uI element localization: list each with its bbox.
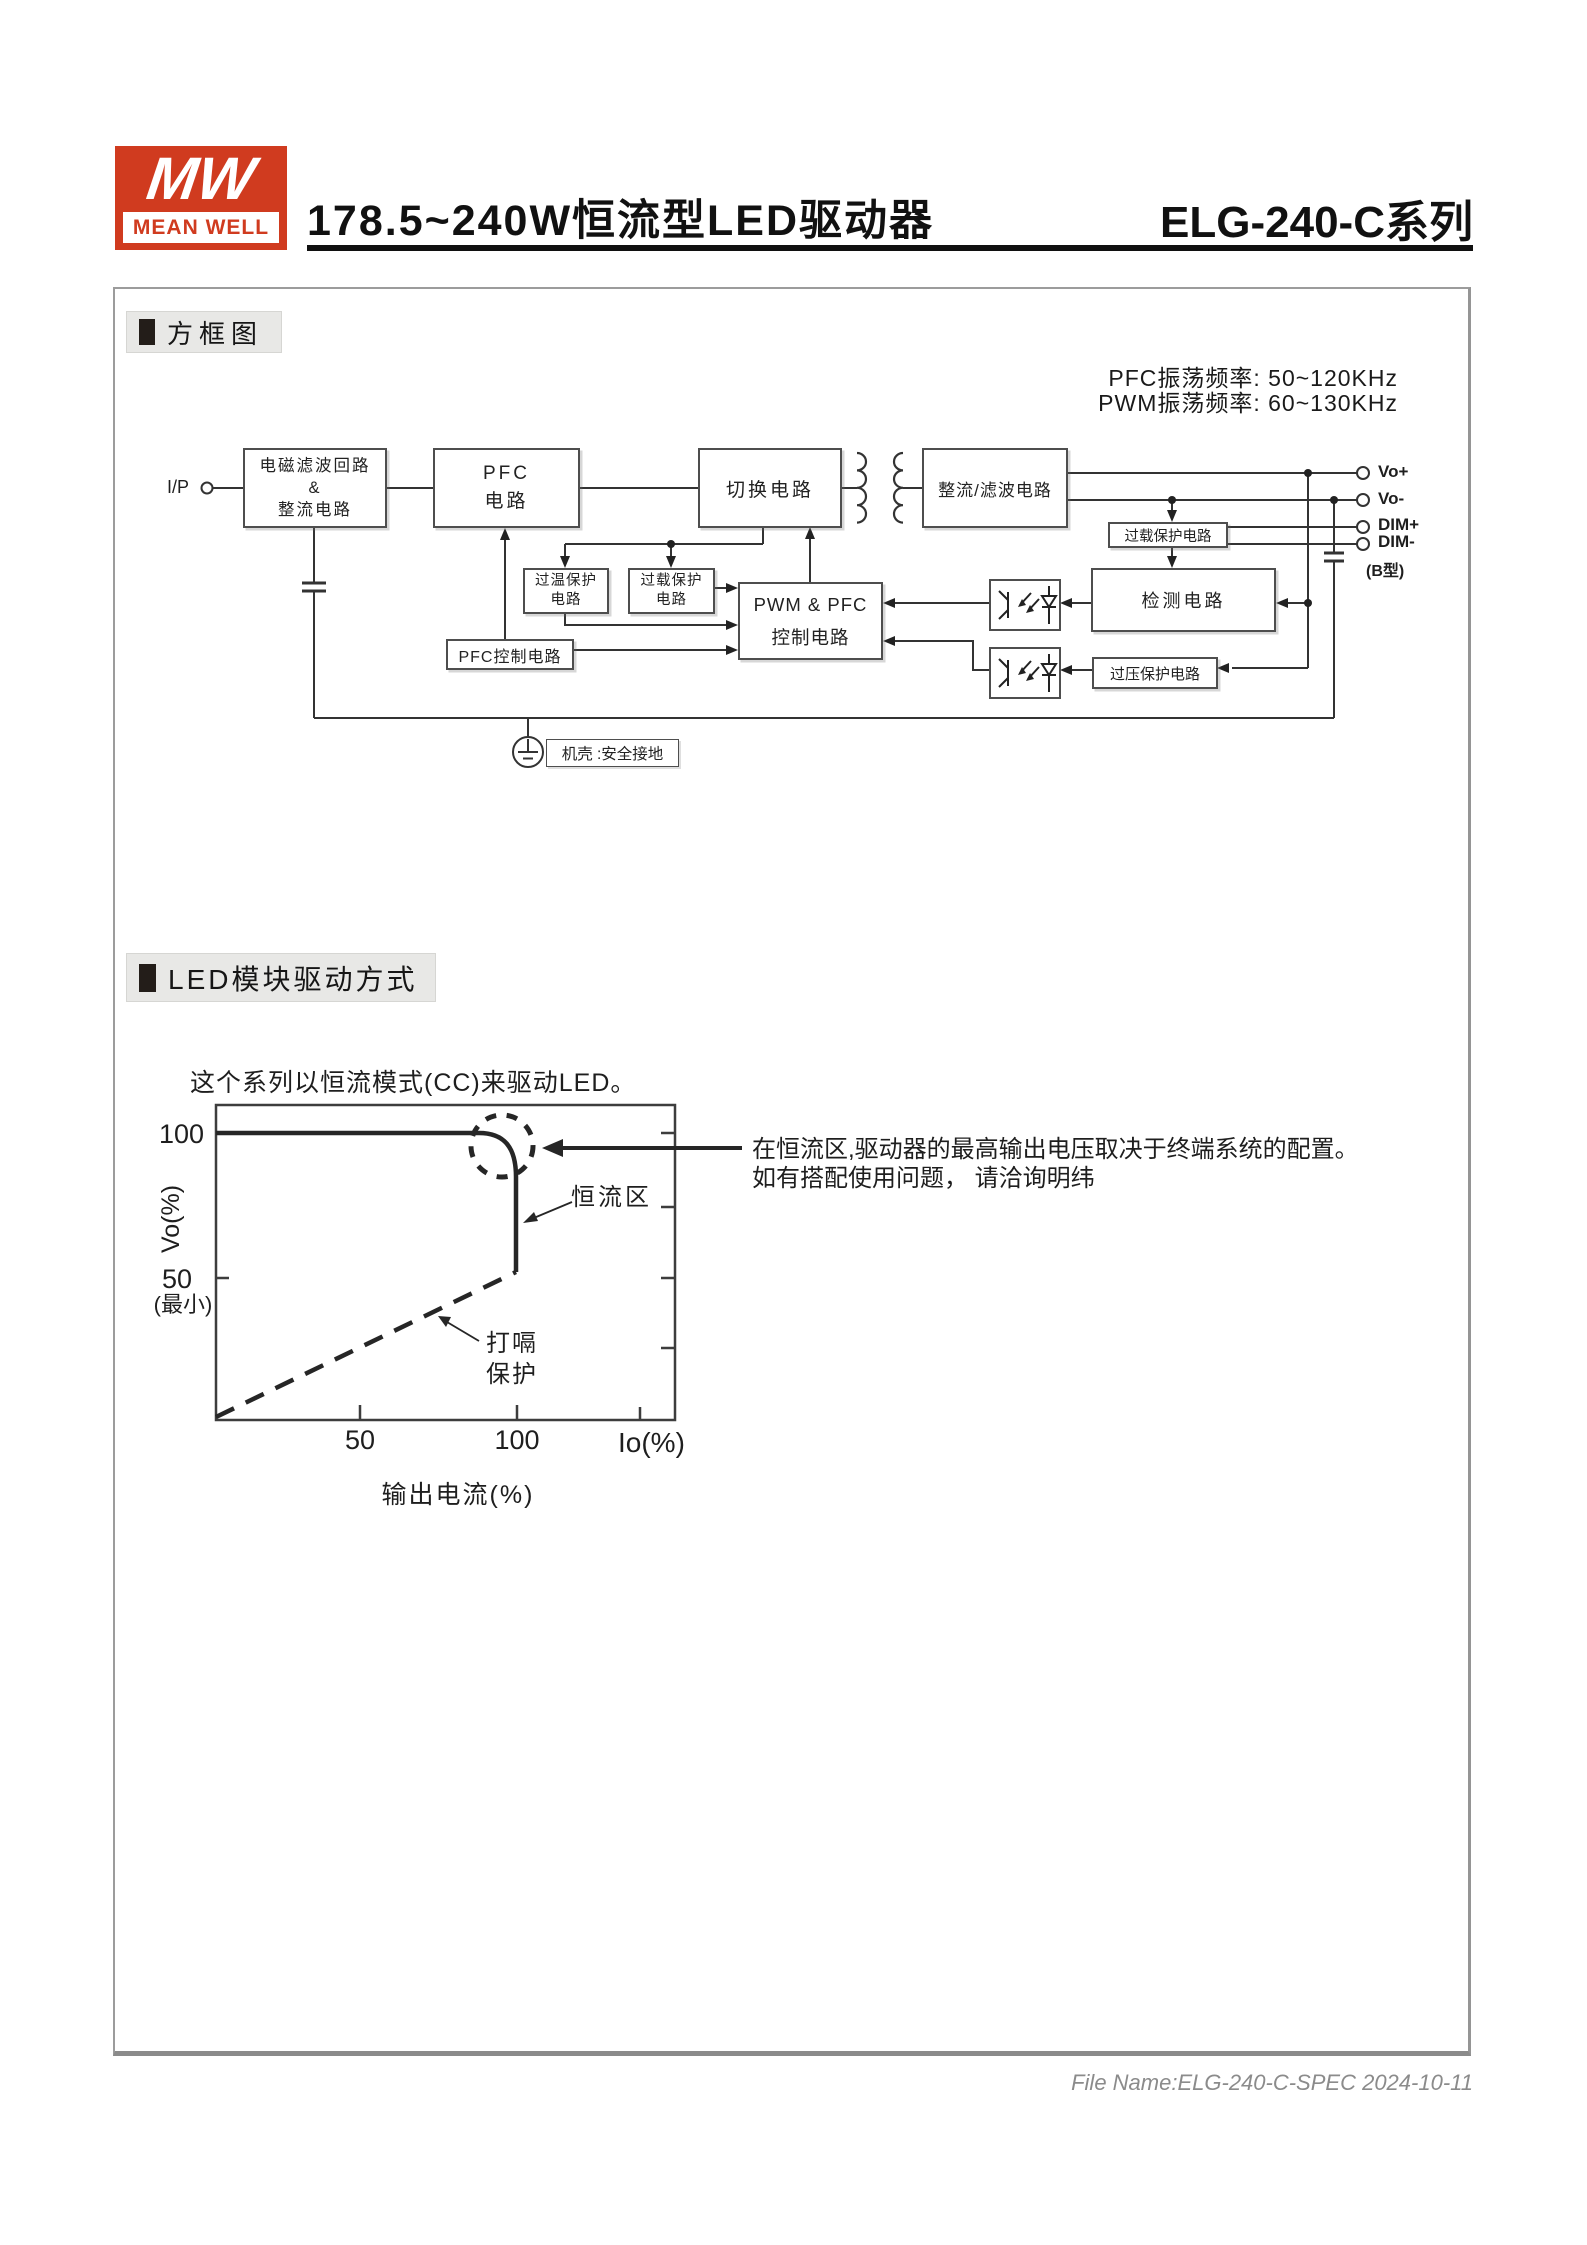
- x-axis-label: 输出电流(%): [381, 1481, 535, 1509]
- hiccup-annotation: 打嗝 保护: [486, 1330, 538, 1389]
- pfc-frequency-note: PFC振荡频率: 50~120KHz: [1108, 365, 1398, 391]
- box-overload-protection-primary: 过载保护 电路: [628, 568, 715, 614]
- box-pwm-pfc-control: PWM & PFC 控制电路: [738, 582, 883, 660]
- oscillation-frequency-notes: PFC振荡频率: 50~120KHz PWM振荡频率: 60~130KHz: [1098, 366, 1398, 416]
- section-marker-icon: [139, 963, 156, 992]
- series-title: ELG-240-C系列: [1160, 198, 1473, 247]
- box-overload-protection-secondary: 过载保护电路: [1108, 522, 1228, 548]
- vo-plus-label: Vo+: [1378, 462, 1409, 481]
- input-terminal-label: I/P: [167, 477, 190, 497]
- logo-brand-text: MEAN WELL: [132, 215, 270, 239]
- logo-mw-icon: MW: [143, 145, 260, 212]
- y-tick-50: 50: [161, 1264, 192, 1294]
- content-frame: [113, 287, 1471, 2056]
- box-emi-filter-rectifier: 电磁滤波回路 & 整流电路: [243, 448, 387, 528]
- file-name-footer: File Name:ELG-240-C-SPEC 2024-10-11: [1071, 2070, 1473, 2095]
- b-type-label: (B型): [1366, 563, 1405, 580]
- ground-label-box: 机壳 :安全接地: [546, 739, 679, 767]
- y-axis-label: Vo(%): [157, 1184, 185, 1254]
- meanwell-logo: MW MEAN WELL: [115, 145, 287, 250]
- dim-minus-label: DIM-: [1378, 532, 1415, 551]
- section-header-block-diagram: 方框图: [126, 311, 283, 353]
- x-axis-unit-label: Io(%): [618, 1427, 685, 1458]
- y-min-note: (最小): [153, 1292, 213, 1317]
- box-pfc-control-circuit: PFC控制电路: [446, 639, 574, 670]
- section-marker-icon: [139, 319, 155, 345]
- vo-minus-label: Vo-: [1378, 489, 1405, 508]
- box-pfc-circuit: PFC 电路: [433, 448, 580, 528]
- logo-brand-strip: MEAN WELL: [123, 212, 279, 243]
- box-switching-circuit: 切换电路: [698, 448, 842, 528]
- section-header-led-drive: LED模块驱动方式: [126, 953, 437, 1002]
- box-over-temperature-protection: 过温保护 电路: [523, 568, 609, 614]
- cc-mode-intro-text: 这个系列以恒流模式(CC)来驱动LED。: [190, 1069, 637, 1097]
- section-title: LED模块驱动方式: [168, 963, 418, 995]
- pwm-frequency-note: PWM振荡频率: 60~130KHz: [1098, 390, 1398, 416]
- dim-plus-label: DIM+: [1378, 515, 1420, 534]
- title-underline: [307, 245, 1473, 251]
- x-tick-50: 50: [344, 1425, 376, 1455]
- cc-note-line2: 如有搭配使用问题， 请洽询明纬: [752, 1165, 1095, 1192]
- x-tick-100: 100: [494, 1425, 540, 1455]
- box-overvoltage-protection: 过压保护电路: [1092, 657, 1218, 689]
- cc-note-line1: 在恒流区,驱动器的最高输出电压取决于终端系统的配置。: [752, 1136, 1359, 1163]
- cc-region-annotation: 恒流区: [571, 1184, 652, 1211]
- page-title: 178.5~240W恒流型LED驱动器: [307, 197, 935, 245]
- box-rectify-filter-circuit: 整流/滤波电路: [922, 448, 1068, 528]
- box-detection-circuit: 检测电路: [1091, 568, 1276, 632]
- section-title: 方框图: [167, 318, 264, 349]
- y-tick-100: 100: [158, 1119, 204, 1149]
